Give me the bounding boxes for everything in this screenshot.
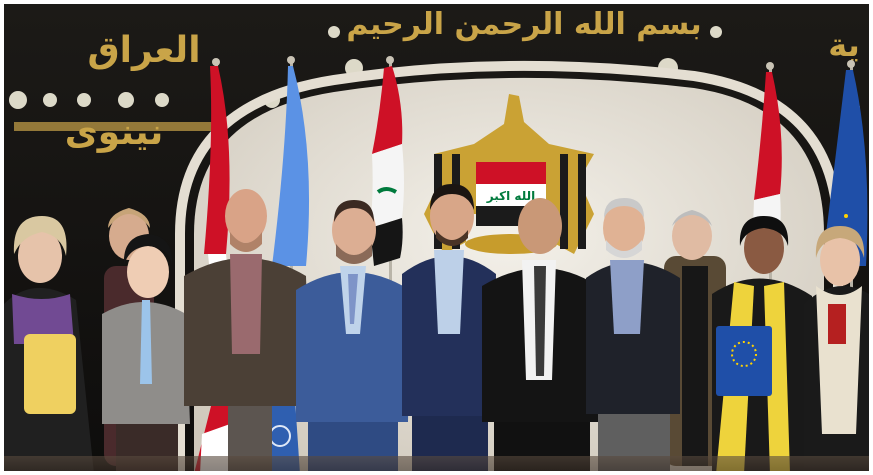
group-photo: بسم الله الرحمن الرحيم العراق نينوى ية ا… (4, 4, 869, 471)
emblem-takbir: الله اكبر (486, 189, 535, 203)
person-man-brown-jacket (184, 189, 310, 471)
gold-bar-left (14, 122, 214, 131)
wall-text-nineveh: نينوى (65, 112, 163, 153)
wall-text-right: ية (828, 26, 859, 64)
person-woman-far-left (4, 216, 94, 471)
top-calligraphy: بسم الله الرحمن الرحيم (346, 7, 701, 42)
flag-un-left (272, 56, 310, 471)
person-man-blue-suit (296, 200, 410, 471)
person-woman-far-right (804, 226, 869, 471)
person-woman-yellow-scarf (712, 216, 812, 471)
eu-folder (716, 326, 772, 396)
floor (4, 456, 869, 471)
wall-text-iraq: العراق (87, 30, 200, 71)
flag-iraq-center (370, 56, 404, 471)
